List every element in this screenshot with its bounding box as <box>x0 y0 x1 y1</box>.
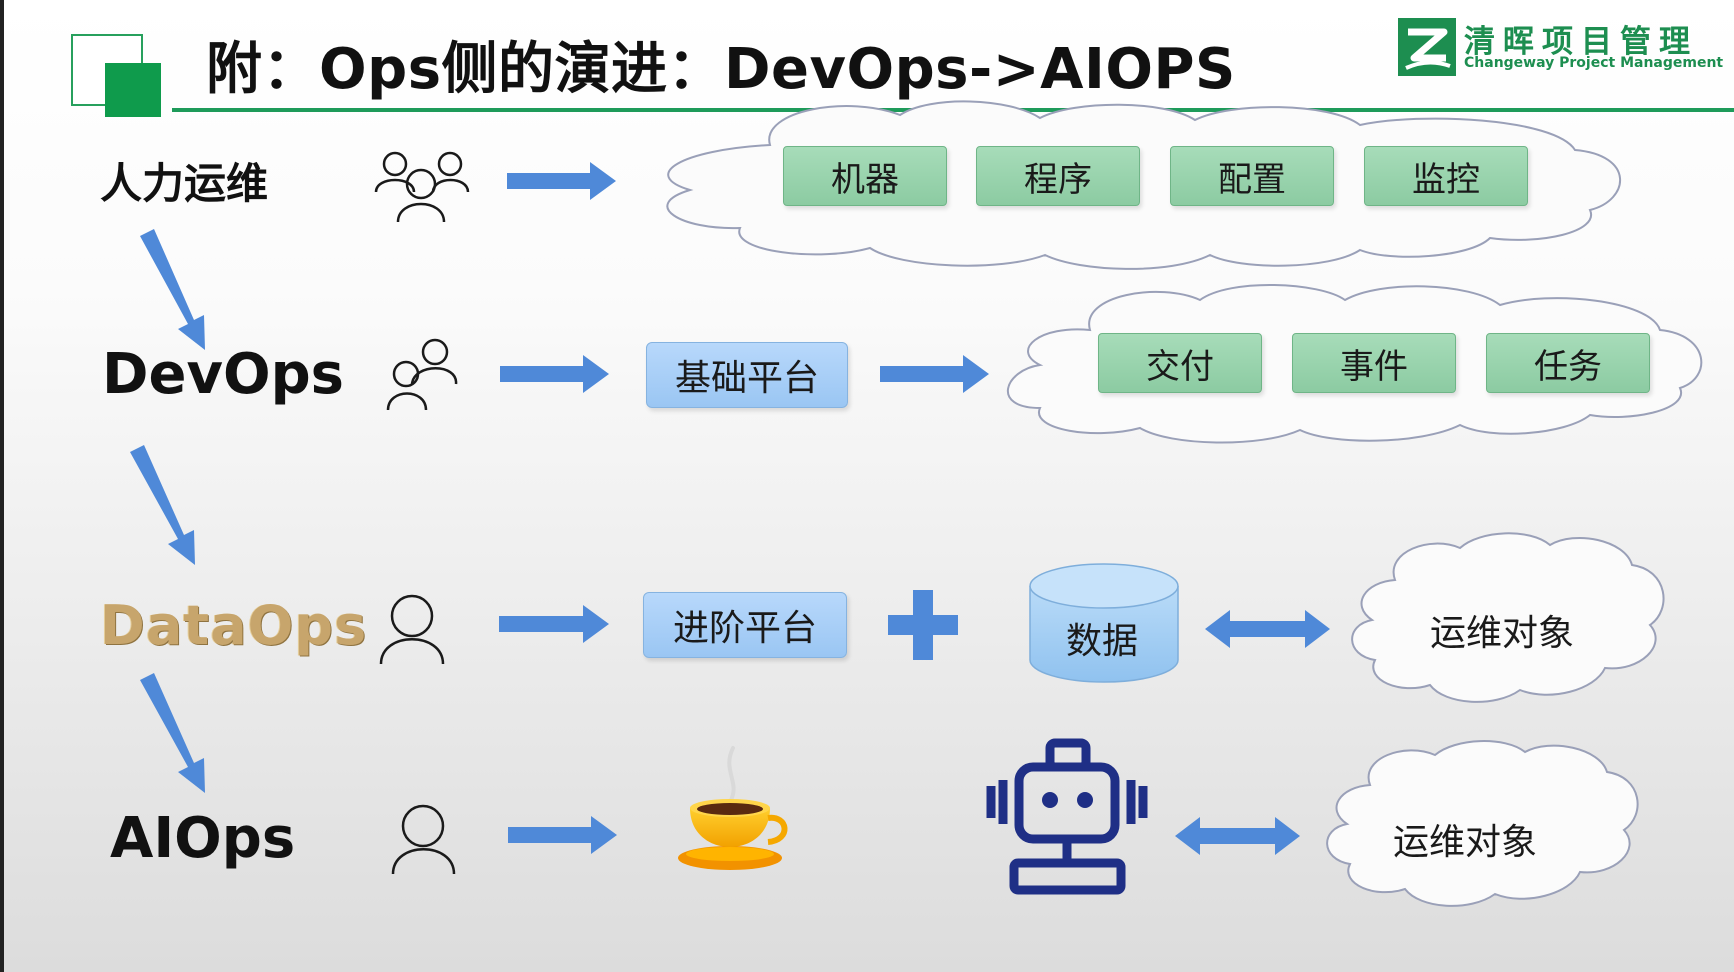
title-decoration-fill <box>105 63 161 117</box>
stage-label-manual: 人力运维 <box>100 159 269 208</box>
resource-box-task: 任务 <box>1486 333 1650 393</box>
resource-box-program: 程序 <box>976 146 1140 206</box>
people-pair-icon <box>386 338 458 411</box>
resource-box-config: 配置 <box>1170 146 1334 206</box>
plus-icon <box>888 590 958 660</box>
ops-target-label: 运维对象 <box>1393 822 1538 863</box>
right-arrow <box>500 355 609 393</box>
ops-target-label: 运维对象 <box>1430 613 1575 654</box>
resource-box-monitor: 监控 <box>1364 146 1528 206</box>
logo-english-name: Changeway Project Management <box>1464 55 1724 71</box>
resource-box-delivery: 交付 <box>1098 333 1262 393</box>
platform-box-basic: 基础平台 <box>646 342 848 408</box>
coffee-cup-icon <box>678 746 788 870</box>
right-arrow <box>880 355 989 393</box>
stage-label-devops: DevOps <box>102 342 344 407</box>
person-icon <box>391 804 456 875</box>
database-label: 数据 <box>1066 621 1139 662</box>
people-group-icon <box>374 151 470 223</box>
transition-arrow <box>130 445 195 565</box>
resource-box-event: 事件 <box>1292 333 1456 393</box>
resource-box-machine: 机器 <box>783 146 947 206</box>
logo-chinese-name: 清晖项目管理 <box>1464 24 1698 60</box>
right-arrow <box>499 605 609 643</box>
right-arrow <box>507 162 616 200</box>
robot-eyes <box>1042 792 1093 808</box>
stage-label-dataops: DataOps <box>100 594 368 657</box>
platform-box-advanced: 进阶平台 <box>643 592 847 658</box>
person-icon <box>379 594 445 665</box>
cloud-icon <box>1326 740 1639 907</box>
cloud-icon <box>666 100 1622 270</box>
double-arrow <box>1175 817 1300 855</box>
cloud-icon <box>1351 532 1665 703</box>
transition-arrow <box>140 229 205 350</box>
left-edge <box>0 0 4 972</box>
robot-icon <box>986 738 1148 895</box>
transition-arrow <box>140 673 205 793</box>
double-arrow <box>1205 610 1330 648</box>
stage-label-aiops: AIOps <box>110 806 296 871</box>
database-cylinder-icon <box>1029 563 1179 683</box>
page-title: 附：Ops侧的演进：DevOps->AIOPS <box>206 37 1236 102</box>
logo-mark-icon <box>1398 18 1456 76</box>
right-arrow <box>508 816 617 854</box>
